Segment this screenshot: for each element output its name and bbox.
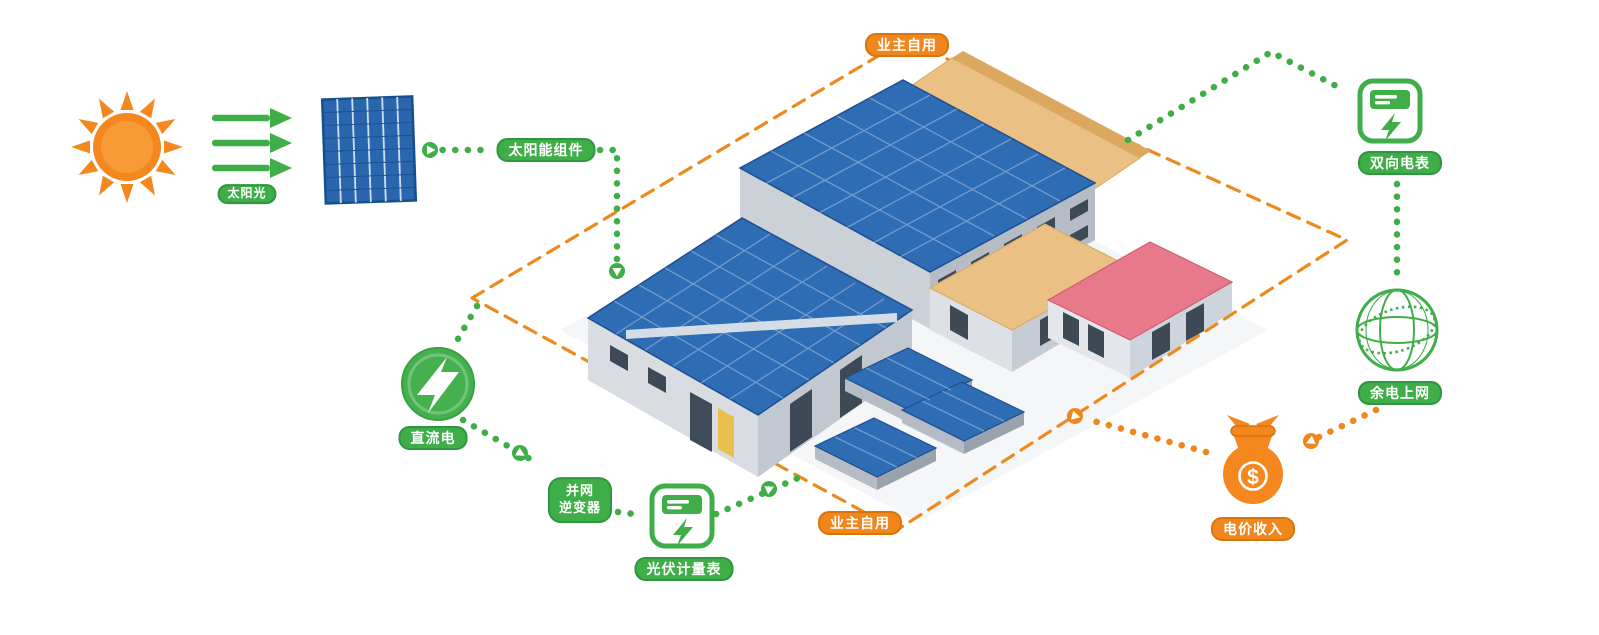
- label-grid-inverter-line2: 逆变器: [558, 500, 602, 515]
- buildings-illustration: [586, 51, 1234, 490]
- flow-arrow-node-icon: [1300, 430, 1322, 452]
- flow-arrow-node-icon: [609, 263, 625, 279]
- label-income: 电价收入: [1211, 516, 1295, 542]
- label-sunlight: 太阳光: [217, 184, 277, 204]
- label-grid-inverter: 并网 逆变器: [547, 477, 613, 523]
- flow-lines: [422, 48, 1401, 519]
- label-grid-inverter-line1: 并网: [565, 483, 595, 499]
- sunlight-arrows-icon: [212, 108, 292, 178]
- flow-globe-to-moneybag: [1296, 406, 1380, 450]
- dollar-symbol: $: [1247, 466, 1259, 489]
- label-solar-module: 太阳能组件: [496, 137, 596, 163]
- flow-moneybag-to-boundary: [1086, 416, 1210, 456]
- flow-meter-to-building: [712, 474, 802, 518]
- label-bidirectional-meter: 双向电表: [1358, 150, 1442, 176]
- flow-boundary-to-bimeter: [1124, 48, 1342, 144]
- label-pv-meter: 光伏计量表: [634, 556, 734, 582]
- money-bag-icon: $: [1223, 415, 1283, 504]
- bidirectional-meter-icon: [1360, 81, 1420, 141]
- lightning-circle-icon: [401, 347, 475, 421]
- flow-module-to-roof: [596, 146, 621, 270]
- flow-dc-to-inverter: [459, 416, 541, 467]
- sun-icon: [71, 91, 183, 203]
- solar-carport-slabs: [813, 347, 1026, 490]
- building-front-warehouse: [586, 217, 914, 477]
- flow-inverter-to-meter: [614, 508, 646, 519]
- flow-roof-to-dc: [451, 302, 481, 348]
- power-grid-globe-icon: [1355, 288, 1439, 372]
- yellow-door: [718, 408, 734, 458]
- pv-meter-icon: [652, 486, 712, 546]
- solar-panel-icon: [320, 95, 418, 205]
- label-dc-power: 直流电: [398, 425, 468, 451]
- label-owner-self-use-bottom: 业主自用: [818, 510, 902, 536]
- label-owner-self-use-top: 业主自用: [865, 32, 949, 58]
- flow-arrow-node-icon: [422, 142, 438, 158]
- building-pink-shed: [1046, 241, 1234, 378]
- label-surplus-to-grid: 余电上网: [1358, 380, 1442, 406]
